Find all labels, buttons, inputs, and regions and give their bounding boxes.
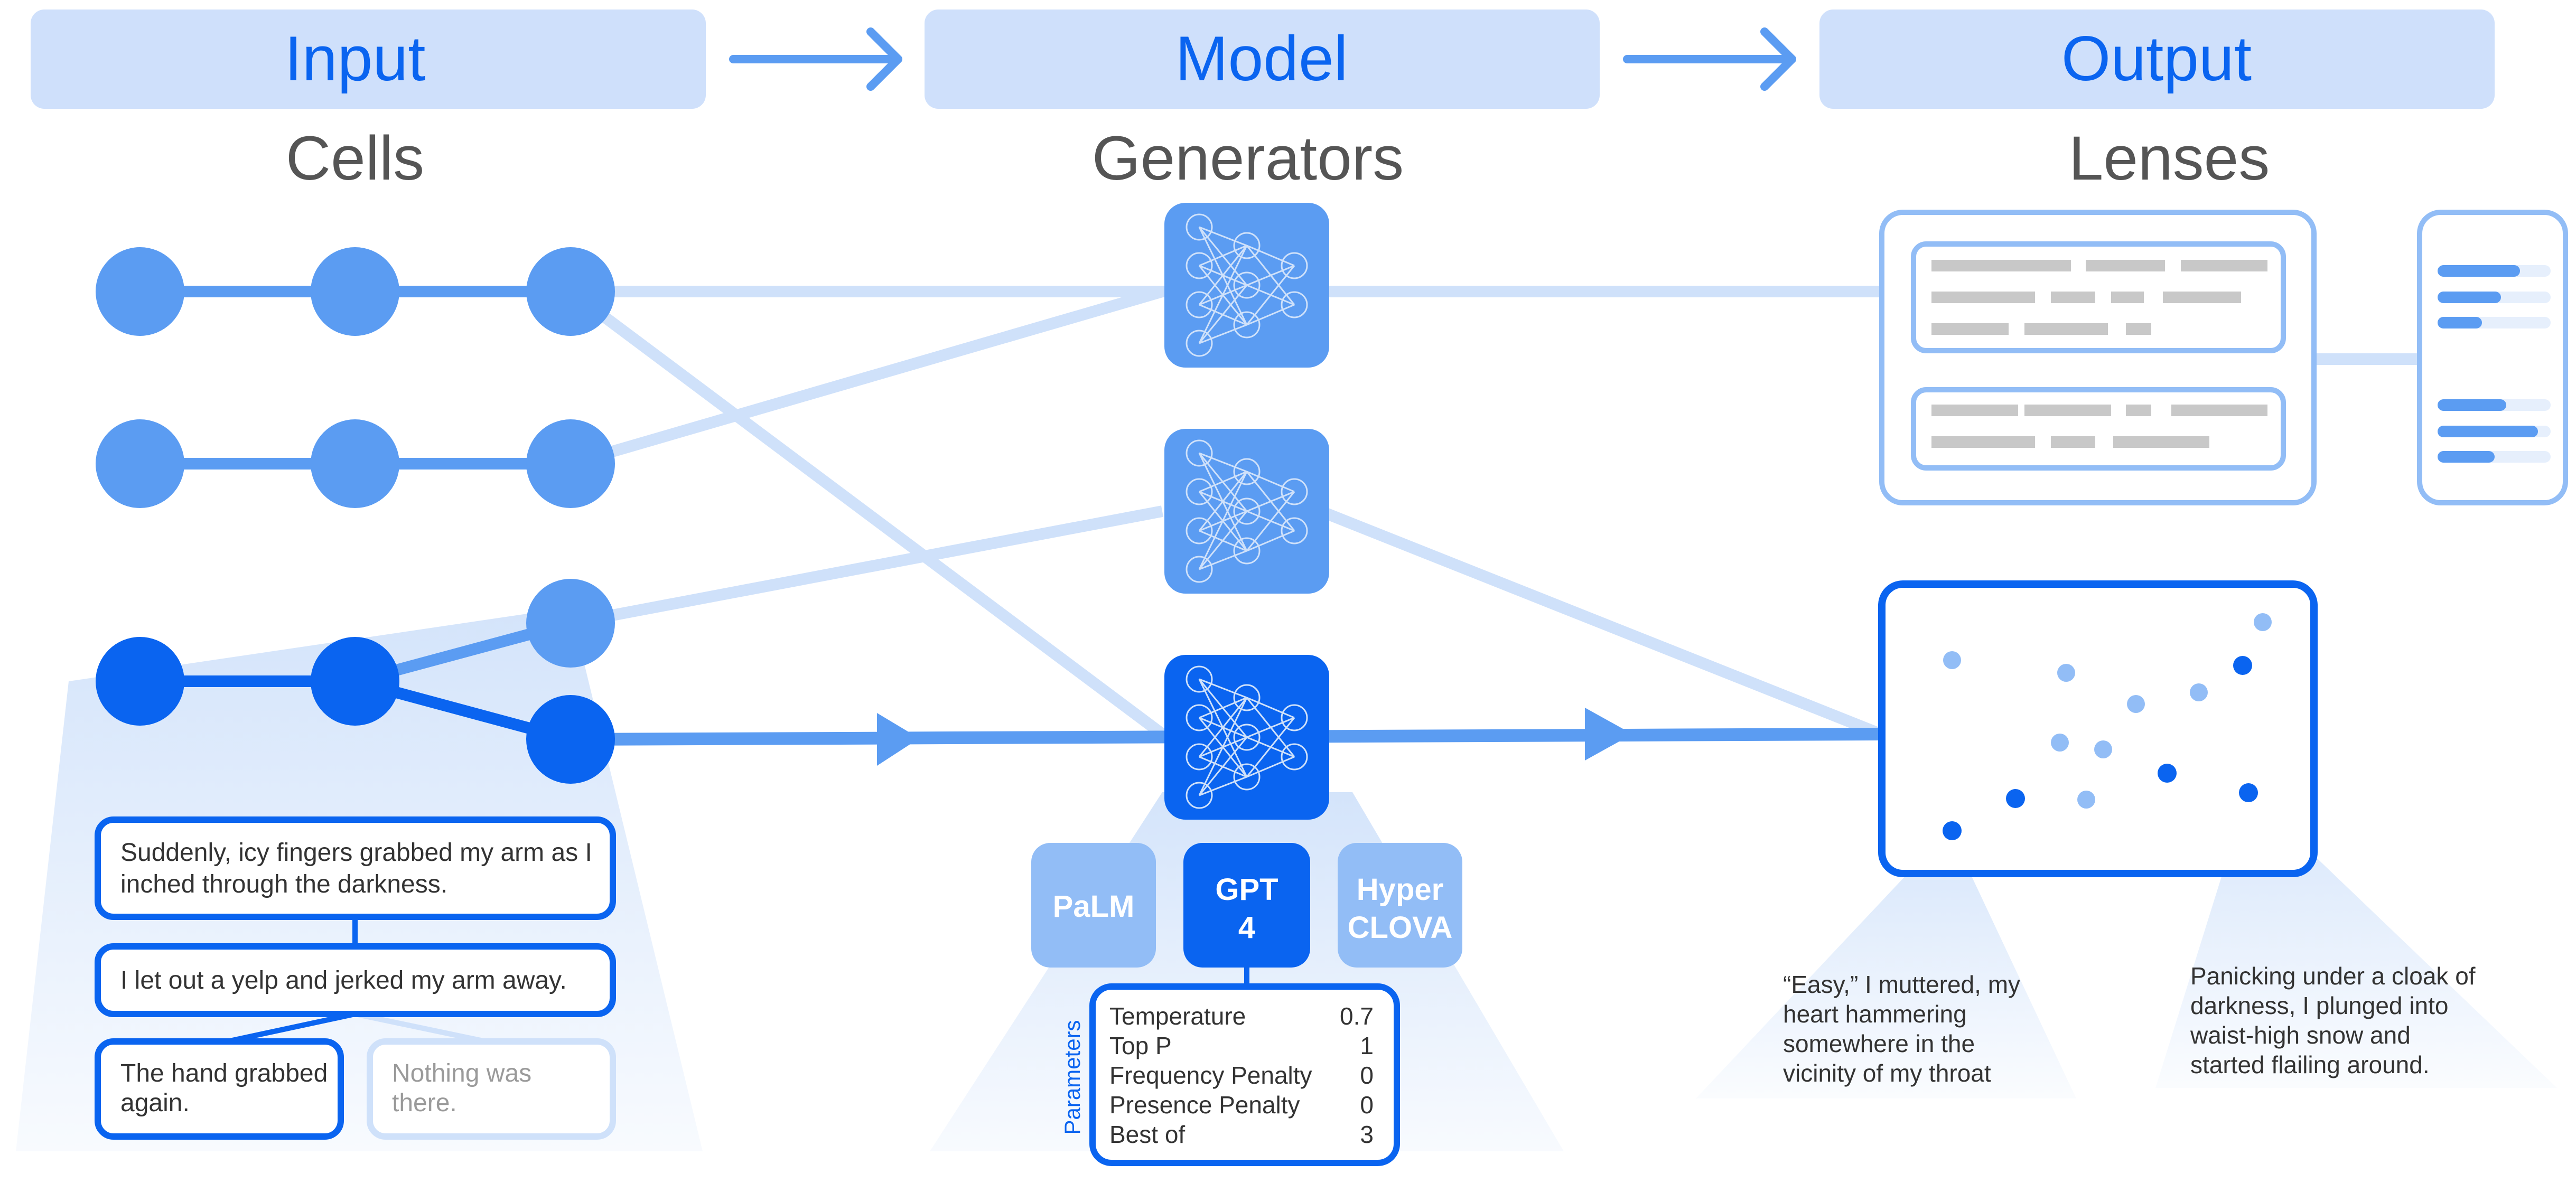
- header-arrow-2: [1623, 27, 1796, 91]
- parameter-value: 0.7: [1340, 1002, 1374, 1030]
- path-arrow-1: [877, 713, 919, 766]
- sentence-3a-line-1: The hand grabbed: [120, 1059, 328, 1087]
- sentence-box-1: Suddenly, icy fingers grabbed my arm as …: [95, 816, 616, 920]
- svg-text:heart hammering: heart hammering: [1783, 1000, 1967, 1028]
- model-gpt4-label-2: 4: [1238, 910, 1255, 945]
- model-hyperclova-label-2: CLOVA: [1348, 910, 1453, 945]
- parameters-panel: Parameters: [1060, 983, 1400, 1166]
- cell-chain-2: [96, 419, 615, 508]
- cell-chain-1: [96, 247, 615, 336]
- output-header-title: Output: [2061, 23, 2252, 94]
- lens-quote-left: “Easy,” I muttered, my heart hammering s…: [1783, 971, 2020, 1087]
- sentence-3b-line-2: there.: [392, 1089, 457, 1117]
- parameter-value: 1: [1360, 1032, 1374, 1059]
- parameter-name: Best of: [1109, 1121, 1185, 1148]
- parameter-value: 3: [1360, 1121, 1374, 1148]
- cell-node: [311, 247, 399, 336]
- svg-text:darkness, I plunged into: darkness, I plunged into: [2190, 992, 2448, 1019]
- sentence-box-2: I let out a yelp and jerked my arm away.: [95, 943, 616, 1017]
- sentence-1-line-1: Suddenly, icy fingers grabbed my arm as …: [120, 839, 592, 867]
- sentence-connector: [354, 1011, 487, 1044]
- lens-scatter-panel: [1878, 580, 2318, 877]
- cell-chain-3: [96, 579, 615, 784]
- model-header-title: Model: [1175, 23, 1348, 94]
- lens-bars-panel: [2417, 210, 2568, 505]
- parameter-name: Frequency Penalty: [1109, 1062, 1312, 1089]
- sentence-connector: [226, 1011, 356, 1044]
- parameter-value: 0: [1360, 1091, 1374, 1119]
- svg-text:Panicking under a cloak of: Panicking under a cloak of: [2190, 962, 2476, 990]
- parameter-value: 0: [1360, 1062, 1374, 1089]
- svg-text:vicinity of my throat: vicinity of my throat: [1783, 1059, 1991, 1087]
- lenses-subtitle: Lenses: [2069, 124, 2270, 193]
- cell-node: [526, 419, 615, 508]
- model-palm-label: PaLM: [1053, 889, 1135, 924]
- lens-text-panel: [1879, 210, 2317, 505]
- cell-node: [526, 247, 615, 336]
- svg-text:“Easy,” I muttered, my: “Easy,” I muttered, my: [1783, 971, 2020, 998]
- parameters-label: Parameters: [1060, 1020, 1085, 1134]
- sentence-1-line-2: inched through the darkness.: [120, 870, 447, 898]
- scatter-points-light: [1943, 613, 2272, 809]
- cell-node-active: [311, 637, 399, 726]
- model-gpt4-label-1: GPT: [1215, 872, 1278, 907]
- svg-text:somewhere in the: somewhere in the: [1783, 1030, 1975, 1057]
- cell-node: [526, 579, 615, 668]
- model-gpt4-button[interactable]: GPT 4: [1183, 843, 1310, 968]
- scatter-points-dark: [1943, 656, 2258, 840]
- model-hyperclova-label-1: Hyper: [1357, 872, 1443, 907]
- generator-1: [1164, 203, 1329, 368]
- path-arrow-2: [1585, 708, 1632, 760]
- cell-node: [96, 247, 184, 336]
- cell-node-active: [96, 637, 184, 726]
- generator-2: [1164, 429, 1329, 594]
- model-header-bar: [925, 10, 1600, 109]
- model-hyperclova-button[interactable]: Hyper CLOVA: [1338, 843, 1462, 968]
- svg-text:started flailing around.: started flailing around.: [2190, 1051, 2430, 1078]
- lens-fade-cone-left: [1696, 829, 2076, 1098]
- bar-fill: [2438, 265, 2538, 463]
- sentence-box-3a: The hand grabbed again.: [95, 1038, 344, 1140]
- output-header-bar: [1819, 10, 2495, 109]
- parameter-name: Top P: [1109, 1032, 1172, 1059]
- lens-quote-right: Panicking under a cloak of darkness, I p…: [2190, 962, 2476, 1078]
- sentence-3b-line-1: Nothing was: [392, 1059, 531, 1087]
- generator-3-active: [1164, 655, 1329, 820]
- placeholder-text-lines: [1931, 260, 2267, 448]
- cells-subtitle: Cells: [286, 124, 424, 193]
- cell-node: [311, 419, 399, 508]
- sentence-3a-line-2: again.: [120, 1089, 190, 1117]
- cell-node-active: [526, 695, 615, 784]
- model-palm-button[interactable]: PaLM: [1031, 843, 1156, 968]
- generators-subtitle: Generators: [1092, 124, 1404, 193]
- sentence-box-3b: Nothing was there.: [367, 1038, 616, 1140]
- parameter-name: Temperature: [1109, 1002, 1246, 1030]
- header-arrow-1: [729, 27, 902, 91]
- input-header-bar: [31, 10, 706, 109]
- cell-node: [96, 419, 184, 508]
- input-header-title: Input: [285, 23, 426, 94]
- sentence-2-line-1: I let out a yelp and jerked my arm away.: [120, 966, 567, 994]
- svg-text:waist-high snow and: waist-high snow and: [2190, 1021, 2411, 1049]
- parameter-name: Presence Penalty: [1109, 1091, 1300, 1119]
